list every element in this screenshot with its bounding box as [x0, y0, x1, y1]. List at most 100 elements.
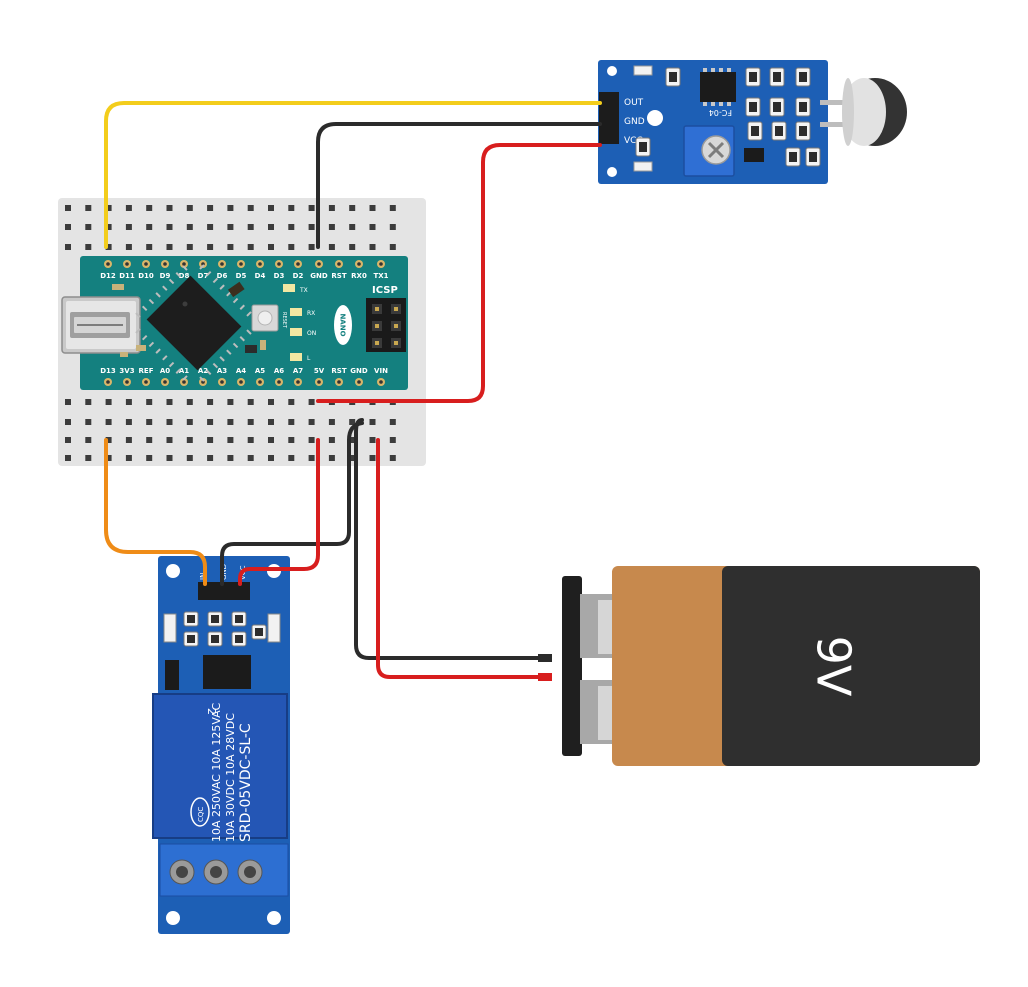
breadboard-hole — [146, 455, 153, 461]
breadboard-hole — [105, 224, 112, 230]
breadboard-hole — [247, 399, 254, 405]
pin-label: VIN — [374, 367, 388, 375]
breadboard-hole — [207, 399, 214, 405]
pin-label: A3 — [217, 367, 227, 375]
nano-logo: NANO — [334, 305, 352, 345]
breadboard-hole — [105, 419, 112, 425]
header-pad-hole — [357, 380, 361, 384]
breadboard-hole — [146, 399, 153, 405]
breadboard-hole — [125, 455, 132, 461]
header-pad-hole — [317, 262, 321, 266]
breadboard-hole — [166, 224, 173, 230]
breadboard-hole — [227, 419, 234, 425]
smd-part-core — [211, 615, 219, 623]
chip-pin — [175, 368, 181, 374]
cert-label: CQC — [197, 807, 205, 822]
reset-button: RESET — [251, 304, 287, 332]
pin-label: TX1 — [373, 272, 388, 280]
mounting-hole — [647, 110, 663, 126]
pin-label: RX0 — [351, 272, 367, 280]
pin-label: 3V3 — [119, 367, 134, 375]
led-label-tx: TX — [299, 287, 308, 294]
header-pad-hole — [144, 262, 148, 266]
chip-pin — [168, 361, 175, 368]
header-pad-hole — [239, 380, 243, 384]
header-pad-hole — [163, 262, 167, 266]
header-pad-hole — [182, 262, 186, 266]
pin-label: D5 — [236, 272, 247, 280]
sound-pin-out: OUT — [624, 98, 644, 108]
chip-pin — [205, 270, 212, 277]
breadboard-hole — [166, 399, 173, 405]
pin-label: D13 — [100, 367, 116, 375]
chip-pin — [182, 375, 188, 381]
sound-smd-components — [635, 67, 821, 167]
sound-pin-header — [599, 92, 619, 144]
pin-label: A6 — [274, 367, 284, 375]
chip-pin — [239, 336, 245, 342]
chip-pin — [135, 328, 141, 334]
header-pad-hole — [357, 262, 361, 266]
chip-pin — [155, 348, 161, 354]
breadboard-hole — [328, 224, 335, 230]
opamp-chip — [700, 68, 736, 106]
breadboard-hole — [247, 455, 254, 461]
chip-leg — [727, 102, 731, 106]
chip-leg — [703, 68, 707, 72]
breadboard-hole — [146, 419, 153, 425]
smd-part-core — [235, 615, 243, 623]
chip-leg — [703, 102, 707, 106]
breadboard-hole — [85, 419, 92, 425]
breadboard-holes — [65, 205, 396, 461]
smd-part-core — [749, 102, 757, 112]
breadboard-hole — [288, 224, 295, 230]
arduino-top-pin-labels: D12 D11 D10 D9 D8 D7 D6 D5 D4 D3 D2 GND … — [100, 272, 388, 280]
header-pad-hole — [106, 262, 110, 266]
pin-label: REF — [139, 367, 154, 375]
chip-leg — [727, 68, 731, 72]
atmega-chip — [135, 264, 252, 382]
wire-black-relay-gnd — [220, 421, 364, 586]
breadboard-hole — [369, 455, 376, 461]
sound-sensor-module: OUT GND VCC FC-04 — [598, 60, 828, 184]
breadboard-hole — [389, 224, 396, 230]
breadboard-hole — [207, 244, 214, 250]
breadboard-hole — [85, 205, 92, 211]
header-pad-hole — [277, 262, 281, 266]
breadboard-hole — [125, 399, 132, 405]
relay-rating-ac: 10A 250VAC 10A 125VAC — [210, 702, 223, 842]
breadboard-hole — [349, 455, 356, 461]
breadboard-hole — [125, 437, 132, 443]
icsp-header: ICSP — [366, 285, 406, 352]
header-pad-hole — [182, 380, 186, 384]
header-pad-hole — [258, 380, 262, 384]
chip-pin — [141, 334, 148, 341]
chip-pin — [168, 278, 175, 285]
pin-label: A1 — [179, 367, 189, 375]
breadboard-hole — [369, 205, 376, 211]
smd-part-core — [775, 126, 783, 136]
breadboard-hole — [247, 437, 254, 443]
breadboard-hole — [389, 244, 396, 250]
breadboard-hole — [166, 205, 173, 211]
breadboard-hole — [65, 419, 71, 425]
breadboard-hole — [207, 224, 214, 230]
breadboard-hole — [369, 419, 376, 425]
pin-label: D12 — [100, 272, 116, 280]
icsp-pin-tip — [394, 307, 398, 311]
breadboard-hole — [186, 437, 193, 443]
sound-pin-vcc: VCC — [624, 136, 643, 146]
breadboard-hole — [247, 205, 254, 211]
pin-label: A0 — [160, 367, 170, 375]
pin-label: D4 — [255, 272, 266, 280]
smd-components — [112, 281, 266, 357]
wire-black-sensor-gnd — [316, 122, 602, 249]
header-pad-hole — [125, 380, 129, 384]
header-pad-hole — [277, 380, 281, 384]
icsp-pin-tip — [394, 324, 398, 328]
breadboard-hole — [227, 244, 234, 250]
breadboard-hole — [247, 419, 254, 425]
breadboard-hole — [85, 224, 92, 230]
header-pad-hole — [379, 380, 383, 384]
